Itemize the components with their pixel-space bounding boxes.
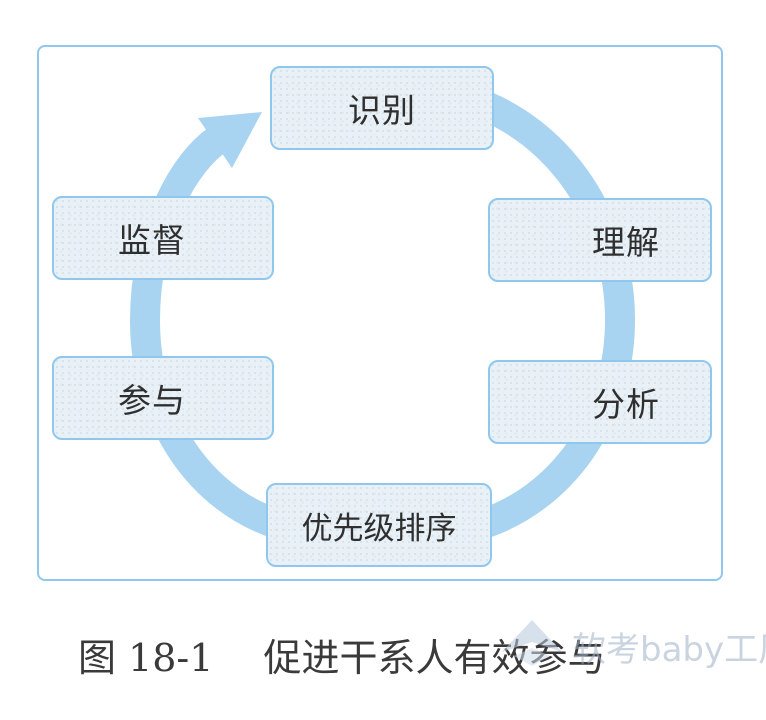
- watermark-text: 软考baby工厂: [572, 630, 766, 670]
- node-analyze-label: 分析: [592, 385, 660, 424]
- watermark: 软考baby工厂: [492, 612, 766, 682]
- watermark-logo-icon: [502, 620, 562, 666]
- node-monitor: 监督: [52, 196, 274, 280]
- node-engage: 参与: [52, 356, 274, 440]
- node-engage-label: 参与: [118, 381, 186, 420]
- node-prioritize-label: 优先级排序: [301, 510, 457, 547]
- node-understand: 理解: [488, 198, 712, 282]
- caption-number: 图 18-1: [78, 635, 214, 680]
- node-analyze: 分析: [488, 360, 712, 444]
- node-identify: 识别: [270, 66, 494, 150]
- node-monitor-label: 监督: [118, 221, 186, 260]
- node-identify-label: 识别: [348, 91, 416, 130]
- arrowhead-icon: [198, 112, 262, 168]
- node-understand-label: 理解: [592, 223, 660, 262]
- node-prioritize: 优先级排序: [266, 483, 492, 567]
